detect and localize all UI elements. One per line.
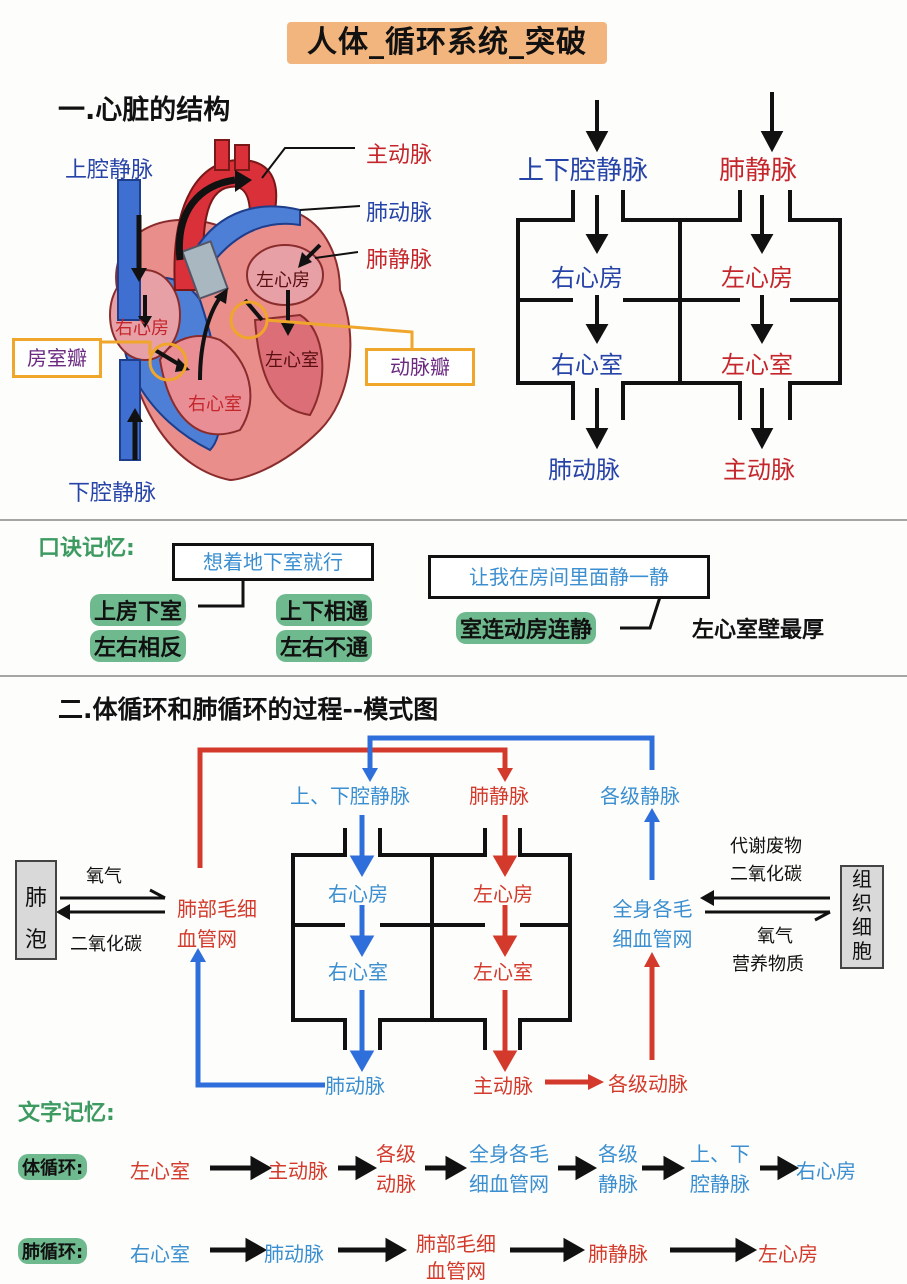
mnemonic-item-6: 左心室壁最厚	[692, 618, 825, 643]
label-rv: 右心室	[188, 394, 242, 415]
s2-waste-1: 代谢废物	[730, 836, 802, 857]
sys-step-cap-1: 全身各毛	[469, 1142, 549, 1166]
s2-la: 左心房	[473, 882, 533, 906]
mnemonic-item-3: 左右相反	[90, 630, 187, 662]
label-ra: 右心房	[115, 318, 169, 339]
schem-ra: 右心房	[551, 264, 623, 292]
label-la: 左心房	[256, 270, 310, 291]
sys-step-veins-1: 各级	[598, 1142, 638, 1166]
s2-ra: 右心房	[328, 882, 388, 906]
s2-all-veins: 各级静脉	[600, 784, 680, 808]
label-pulm-vein: 肺静脉	[366, 248, 433, 273]
mnemonic-item-1: 上房下室	[90, 594, 187, 626]
pul-step-rv: 右心室	[130, 1242, 190, 1266]
artery-valve-box: 动脉瓣	[365, 348, 475, 386]
sys-step-arteries-2: 动脉	[376, 1172, 416, 1196]
alveoli-text-1: 肺	[24, 886, 47, 911]
s2-oxygen-left: 氧气	[86, 866, 122, 887]
tissue-char-4: 胞	[852, 939, 872, 963]
label-ivc: 下腔静脉	[68, 481, 157, 506]
alveoli-text-2: 泡	[24, 928, 47, 953]
schem-top-left: 上下腔静脉	[518, 156, 649, 186]
page-title: 人体_循环系统_突破	[287, 22, 607, 64]
s2-body-cap-1: 全身各毛	[612, 897, 693, 921]
sys-step-veins-2: 静脉	[598, 1172, 638, 1196]
label-lv: 左心室	[265, 350, 319, 371]
pul-step-cap-1: 肺部毛细	[416, 1232, 496, 1256]
tissue-char-2: 织	[852, 891, 872, 915]
tissue-box: 组 织 细 胞	[840, 865, 884, 969]
schem-bottom-left: 肺动脉	[548, 456, 620, 484]
sys-step-vc-1: 上、下	[690, 1142, 750, 1166]
label-aorta: 主动脉	[366, 143, 433, 168]
schem-top-right: 肺静脉	[719, 156, 798, 186]
mnemonic-item-4: 左右不通	[276, 630, 373, 662]
sys-step-aorta: 主动脉	[268, 1159, 328, 1183]
s2-aorta: 主动脉	[473, 1074, 533, 1098]
mnemonic-heading: 口诀记忆:	[38, 536, 135, 561]
pul-step-pulm-artery: 肺动脉	[264, 1242, 324, 1266]
label-pulm-artery: 肺动脉	[366, 201, 433, 226]
pul-step-la: 左心房	[758, 1242, 818, 1266]
s2-pulm-vein: 肺静脉	[469, 784, 529, 808]
section2-heading: 二.体循环和肺循环的过程--模式图	[58, 695, 439, 724]
systemic-label: 体循环:	[18, 1154, 88, 1180]
s2-lv: 左心室	[473, 960, 533, 984]
tissue-char-1: 组	[852, 867, 872, 891]
mnemonic-item-5: 室连动房连静	[456, 612, 597, 644]
s2-svc-ivc: 上、下腔静脉	[290, 784, 410, 808]
s2-oxygen-right: 氧气	[757, 926, 793, 947]
pul-step-cap-2: 血管网	[426, 1259, 486, 1283]
s2-co2-left: 二氧化碳	[70, 934, 142, 955]
section1-heading: 一.心脏的结构	[58, 95, 231, 126]
s2-rv: 右心室	[328, 960, 388, 984]
sys-step-ra: 右心房	[796, 1159, 856, 1183]
sys-step-vc-2: 腔静脉	[690, 1172, 750, 1196]
s2-pulm-artery: 肺动脉	[325, 1074, 385, 1098]
pul-step-pulm-vein: 肺静脉	[588, 1242, 648, 1266]
schem-la: 左心房	[721, 264, 793, 292]
label-svc: 上腔静脉	[65, 158, 154, 183]
sys-step-lv: 左心室	[130, 1159, 190, 1183]
schem-lv: 左心室	[721, 351, 793, 379]
text-memory-heading: 文字记忆:	[18, 1101, 115, 1126]
mnemonic-box1: 想着地下室就行	[172, 543, 374, 581]
sys-step-cap-2: 细血管网	[469, 1172, 549, 1196]
av-valve-box: 房室瓣	[12, 338, 102, 378]
sys-step-arteries-1: 各级	[376, 1142, 416, 1166]
s2-nutrients: 营养物质	[732, 954, 804, 975]
schem-bottom-right: 主动脉	[723, 456, 795, 484]
s2-all-arteries: 各级动脉	[608, 1072, 688, 1096]
alveoli-box: 肺 泡	[15, 860, 57, 960]
s2-body-cap-2: 细血管网	[612, 927, 693, 951]
s2-lung-cap-1: 肺部毛细	[177, 897, 257, 921]
s2-lung-cap-2: 血管网	[177, 927, 237, 951]
schem-rv: 右心室	[551, 351, 623, 379]
pulmonary-label: 肺循环:	[18, 1238, 88, 1264]
s2-waste-2: 二氧化碳	[730, 864, 802, 885]
mnemonic-box2: 让我在房间里面静一静	[428, 555, 710, 599]
mnemonic-item-2: 上下相通	[276, 594, 373, 626]
tissue-char-3: 细	[852, 915, 872, 939]
